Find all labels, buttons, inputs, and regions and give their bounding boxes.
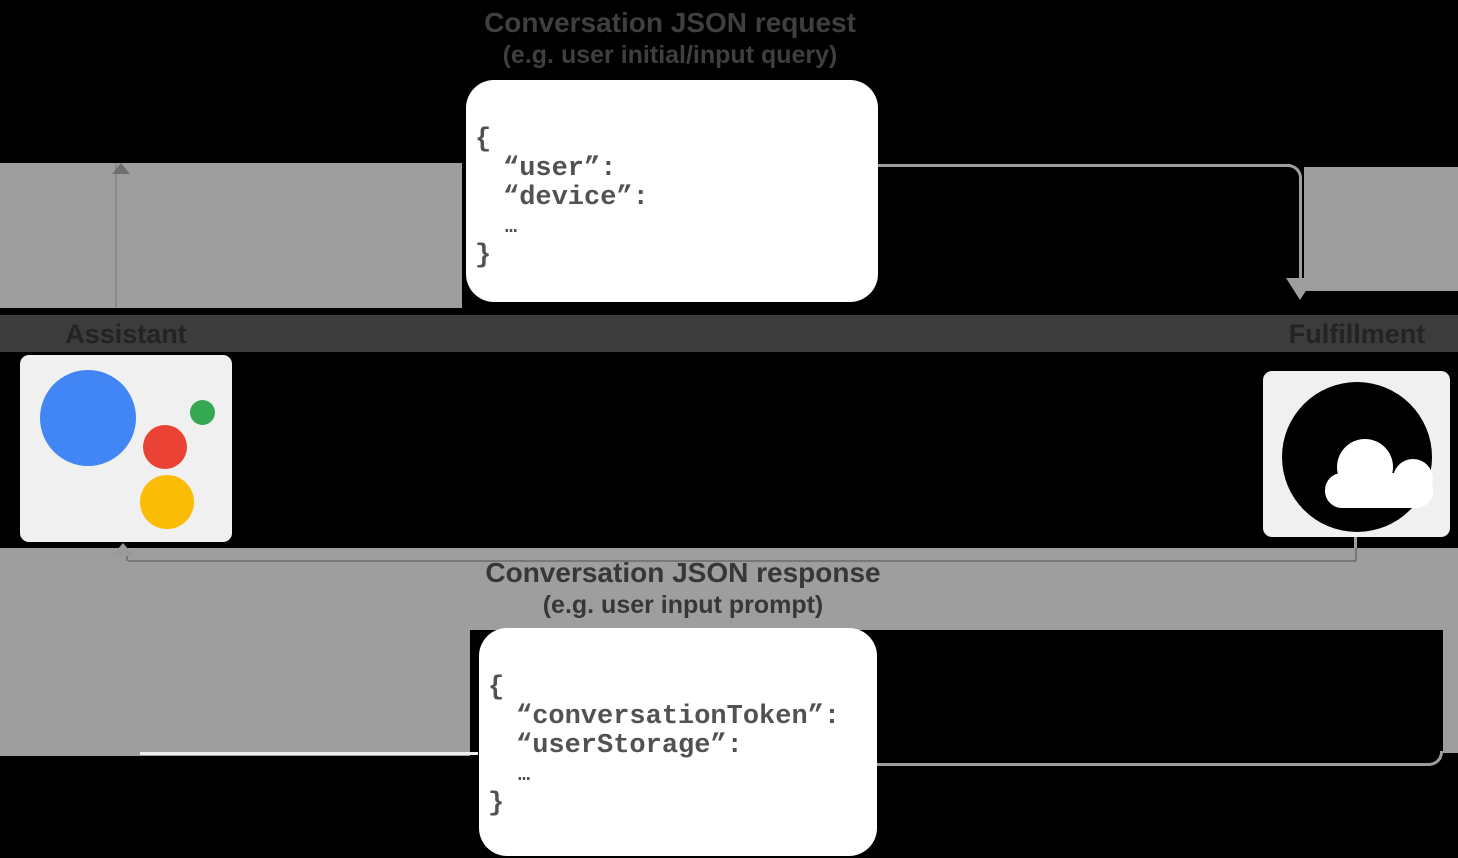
code-line: } [475,241,492,271]
request-title-line1: Conversation JSON request [484,7,856,38]
code-line: … [518,764,531,787]
cloud-base [1325,473,1433,508]
response-json-card: { “conversationToken”: “userStorage”: … … [479,628,877,856]
response-arrow-left-fill [0,630,470,756]
response-arrow-horizontal-line [128,560,1356,562]
request-json-code: { “user”: “device”: … } [475,126,870,271]
code-line: “device”: [503,183,649,213]
response-title-line1: Conversation JSON response [485,557,881,588]
response-return-corner [1428,751,1443,766]
request-title-line2: (e.g. user initial/input query) [502,41,838,69]
response-title-line2: (e.g. user input prompt) [542,591,824,619]
assistant-tile [20,355,232,542]
code-line: } [488,789,505,819]
code-line: “conversationToken”: [516,702,841,732]
code-line: “userStorage”: [516,731,743,761]
request-arrow-right-fill [1304,167,1458,291]
request-arrow-left-fill [0,163,462,308]
fulfillment-label: Fulfillment [1288,319,1426,349]
assistant-green-circle [190,400,215,425]
cloud-icon [1282,382,1433,532]
request-arrow-horizontal-line [878,164,1290,167]
assistant-blue-circle [40,370,136,466]
response-card-edge-line [140,752,478,755]
response-return-line [877,763,1430,766]
response-arrow-right-column [1443,630,1458,753]
response-arrowhead-up-icon [112,543,134,556]
response-title: Conversation JSON response (e.g. user in… [283,556,1083,620]
response-arrow-right-stub [1354,537,1357,548]
fulfillment-tile [1263,371,1450,537]
assistant-red-circle [143,425,187,469]
code-line: { [488,673,505,703]
request-json-card: { “user”: “device”: … } [466,80,878,302]
response-json-code: { “conversationToken”: “userStorage”: … … [488,674,869,819]
request-arrow-corner [1288,164,1302,178]
request-title: Conversation JSON request (e.g. user ini… [270,6,1070,70]
assistant-yellow-circle [140,475,194,529]
request-arrow-vertical-line [1299,176,1302,278]
code-line: { [475,125,492,155]
code-line: … [505,216,518,239]
actor-label-band [0,315,1458,352]
assistant-label: Assistant [65,319,187,349]
response-arrow-right-stub-dark [1355,548,1357,561]
code-line: “user”: [503,154,617,184]
request-arrow-seam [115,163,117,308]
request-arrow-corner-notch [112,163,130,174]
